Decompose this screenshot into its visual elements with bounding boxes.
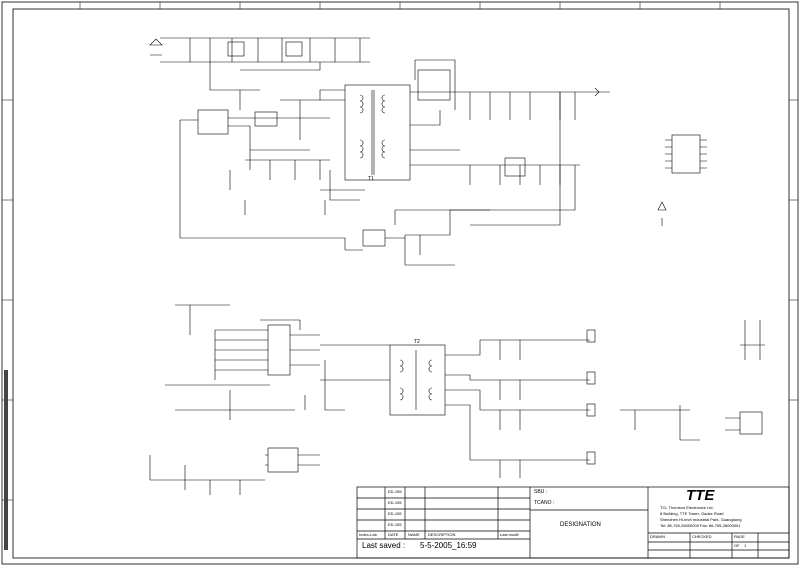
connector-top-right <box>657 134 707 226</box>
company-logo: TTE <box>686 487 715 504</box>
name-header: NAME <box>408 532 420 537</box>
secondary-converter-circuit <box>165 304 390 420</box>
tcano-label: TCANO : <box>534 500 555 506</box>
of-label: OF <box>734 543 740 548</box>
t1-label: T1 <box>368 176 374 182</box>
sheet-number: 1 <box>744 543 747 548</box>
t2-label: T2 <box>414 339 420 345</box>
revision-row: ED-155 <box>388 522 402 527</box>
checked-label: CHECKED <box>692 534 712 539</box>
last-saved-label: Last saved : <box>362 541 406 550</box>
page-label: PAGE <box>734 534 745 539</box>
date-header: DATE <box>388 532 399 537</box>
secondary-output-circuit <box>345 59 610 266</box>
bottom-output-rails <box>445 329 596 478</box>
index-lab-header: Index-Lab <box>359 532 377 537</box>
company-line-3: Shenzhen Hi-tech Industrial Park, Guangd… <box>660 517 742 522</box>
revision-row: ED-155 <box>388 489 402 494</box>
border-zone-ticks <box>2 2 798 501</box>
sbu-label: SBU : <box>534 489 548 495</box>
transformer-t2 <box>389 344 446 416</box>
revision-row: ED-155 <box>388 500 402 505</box>
margin-note-strip <box>4 370 8 550</box>
company-line-1: TCL Thomson Electronics Ltd. <box>660 505 714 510</box>
drawn-label: DRAWN <box>650 534 665 539</box>
last-saved-value: 5-5-2005_16:59 <box>420 541 477 550</box>
last-modif-header: Last modif <box>500 532 519 537</box>
title-block-frame <box>356 486 790 559</box>
bottom-left-circuit <box>149 447 320 495</box>
description-header: DESCRIPTION <box>428 532 456 537</box>
input-filter-circuit <box>149 37 370 110</box>
company-line-2: 8 Building, TTE Tower, Gaoke Road <box>660 511 724 516</box>
transformer-t1 <box>344 84 411 181</box>
right-bottom-circuit <box>620 320 765 441</box>
revision-row: ED-155 <box>388 511 402 516</box>
primary-control-circuit <box>179 89 365 250</box>
designation-label: DESIGNATION <box>560 522 601 528</box>
company-line-4: Tel: 86-755-26000000 Fax: 86-755-2600000… <box>660 523 741 528</box>
